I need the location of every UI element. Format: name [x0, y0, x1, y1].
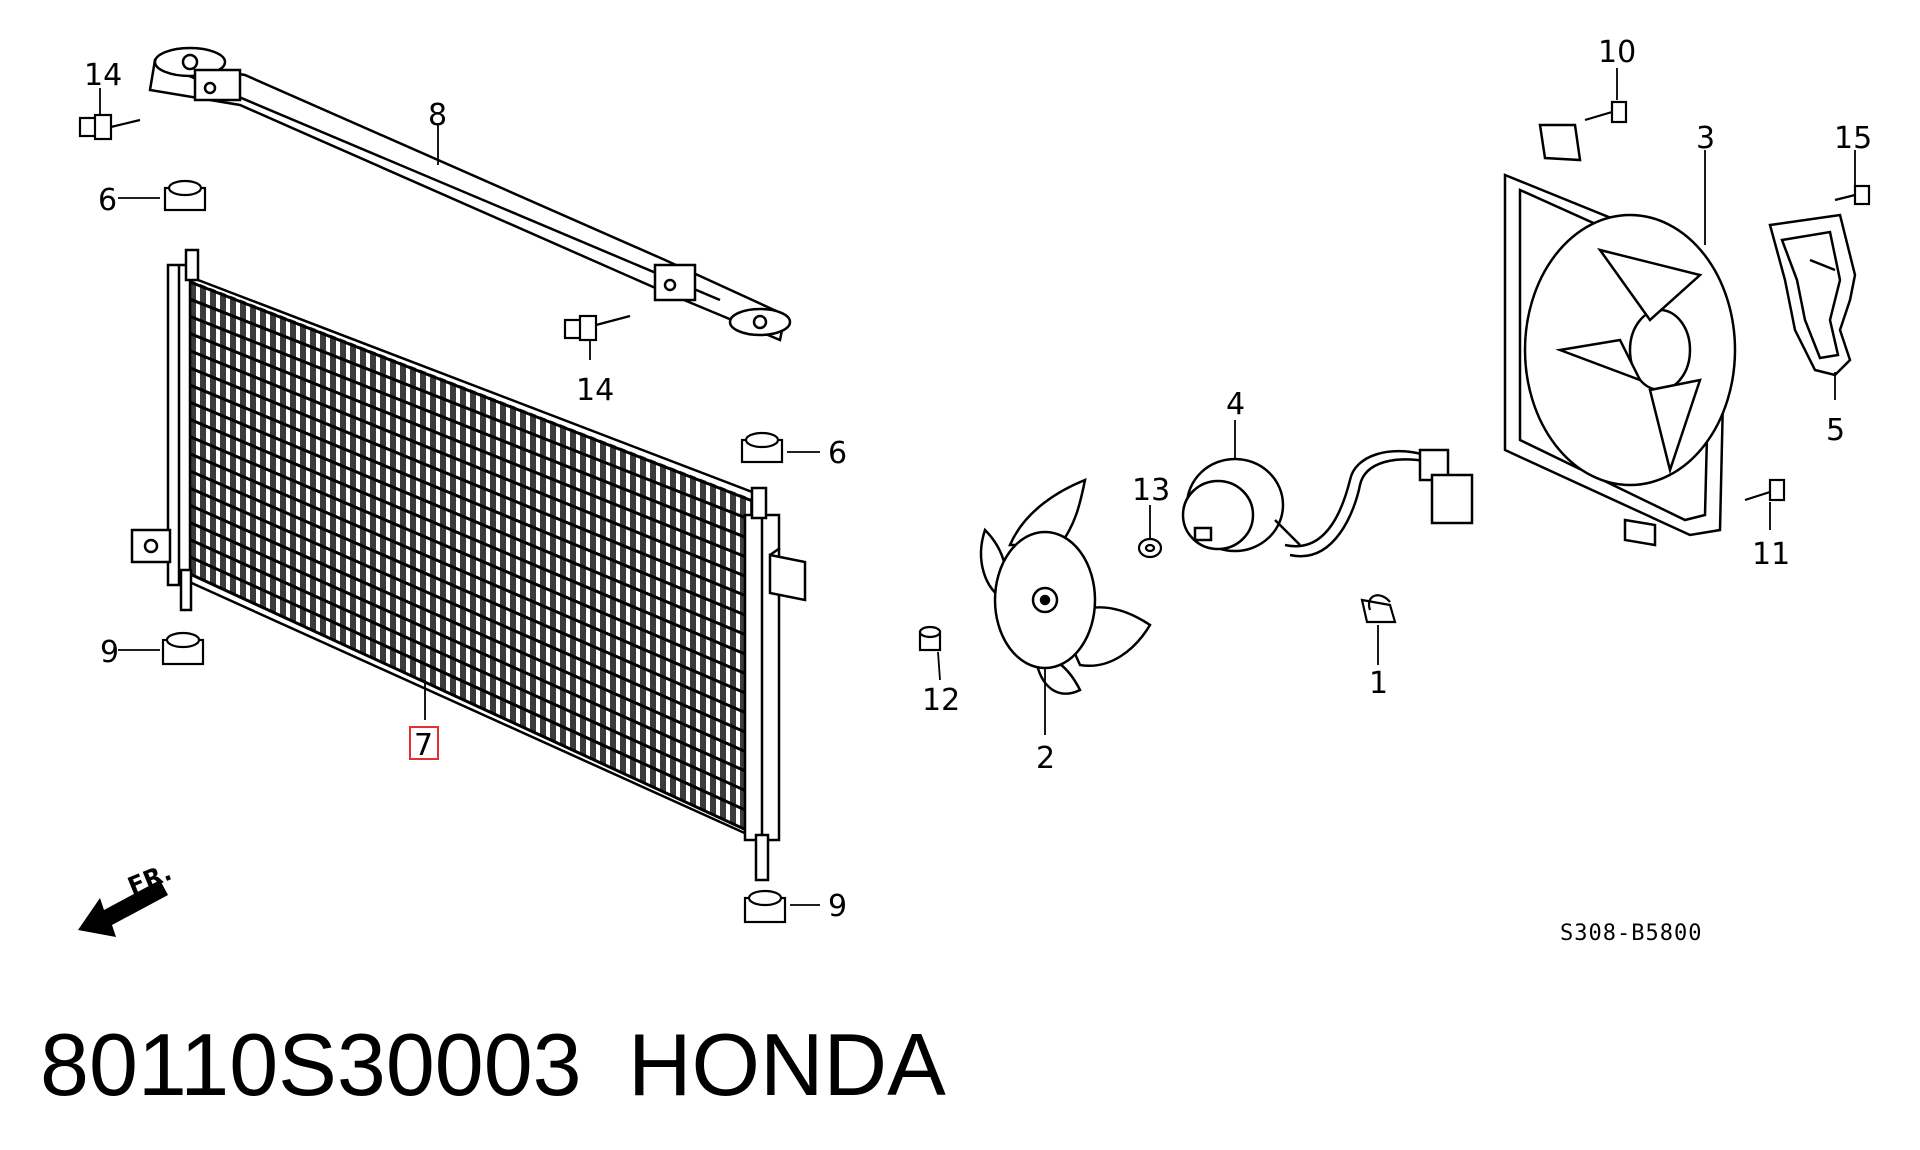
direction-label: FR. — [124, 858, 176, 901]
condenser-tube — [189, 521, 756, 777]
fan-motor-part[interactable] — [1181, 448, 1474, 558]
callout-9-upper[interactable]: 9 — [100, 635, 119, 670]
bolt-11[interactable] — [1744, 478, 1786, 502]
condenser-tube — [189, 366, 756, 602]
callout-12[interactable]: 12 — [922, 683, 960, 718]
callout-11[interactable]: 11 — [1752, 537, 1790, 572]
condenser-tube — [189, 297, 756, 523]
callout-14-lower[interactable]: 14 — [576, 373, 614, 408]
callout-6-upper[interactable]: 6 — [98, 183, 117, 218]
fan-shroud-part[interactable] — [1503, 123, 1737, 547]
condenser-tube — [189, 383, 756, 621]
condenser-tubes — [189, 280, 756, 836]
bolt-10[interactable] — [1584, 100, 1628, 124]
callout-2[interactable]: 2 — [1036, 741, 1055, 776]
bolt-15[interactable] — [1834, 184, 1871, 206]
grommet-6-upper[interactable] — [163, 179, 207, 212]
condenser-tube — [189, 400, 756, 641]
leader-lines — [99, 68, 1856, 906]
condenser-tube — [189, 572, 756, 836]
condenser-tube — [189, 280, 756, 504]
callout-6-lower[interactable]: 6 — [828, 436, 847, 471]
front-direction-arrow-icon — [78, 880, 168, 937]
brand-name: HONDA — [628, 1015, 946, 1114]
washer-13[interactable] — [1137, 537, 1163, 559]
grommet-6-lower[interactable] — [740, 431, 784, 464]
condenser-tube — [189, 332, 756, 562]
callout-15[interactable]: 15 — [1834, 121, 1872, 156]
part-number: 80110S30003 — [40, 1015, 582, 1114]
callout-7-highlight — [409, 726, 439, 760]
grommet-9-lower[interactable] — [743, 889, 787, 924]
condenser-tube — [189, 486, 756, 738]
condenser-tube — [189, 555, 756, 816]
nut-12[interactable] — [918, 625, 942, 652]
clip-part[interactable] — [1360, 594, 1397, 624]
callout-14-upper[interactable]: 14 — [84, 58, 122, 93]
callout-13[interactable]: 13 — [1132, 473, 1170, 508]
condenser-tube — [189, 538, 756, 797]
condenser-tube — [189, 349, 756, 582]
condenser-tube — [189, 435, 756, 680]
condenser-tube — [189, 452, 756, 699]
condenser-tube — [189, 314, 756, 543]
callout-9-lower[interactable]: 9 — [828, 889, 847, 924]
callout-1[interactable]: 1 — [1369, 666, 1388, 701]
condenser-tube — [189, 418, 756, 660]
condenser-part[interactable] — [130, 248, 807, 882]
callout-4[interactable]: 4 — [1226, 387, 1245, 422]
fan-blade-part[interactable] — [979, 477, 1152, 695]
callout-5[interactable]: 5 — [1826, 413, 1845, 448]
drawing-code: S308-B5800 — [1560, 921, 1702, 946]
shroud-cover-part[interactable] — [1768, 213, 1857, 377]
bolt-14-upper[interactable] — [78, 113, 141, 141]
callout-8[interactable]: 8 — [428, 98, 447, 133]
upper-bracket[interactable] — [148, 46, 792, 342]
condenser-tube — [189, 503, 756, 758]
callout-7[interactable]: 7 — [414, 728, 433, 763]
callout-3[interactable]: 3 — [1696, 121, 1715, 156]
bolt-14-lower[interactable] — [563, 314, 631, 342]
grommet-9-upper[interactable] — [161, 631, 205, 666]
callout-10[interactable]: 10 — [1598, 35, 1636, 70]
condenser-tube — [189, 469, 756, 719]
